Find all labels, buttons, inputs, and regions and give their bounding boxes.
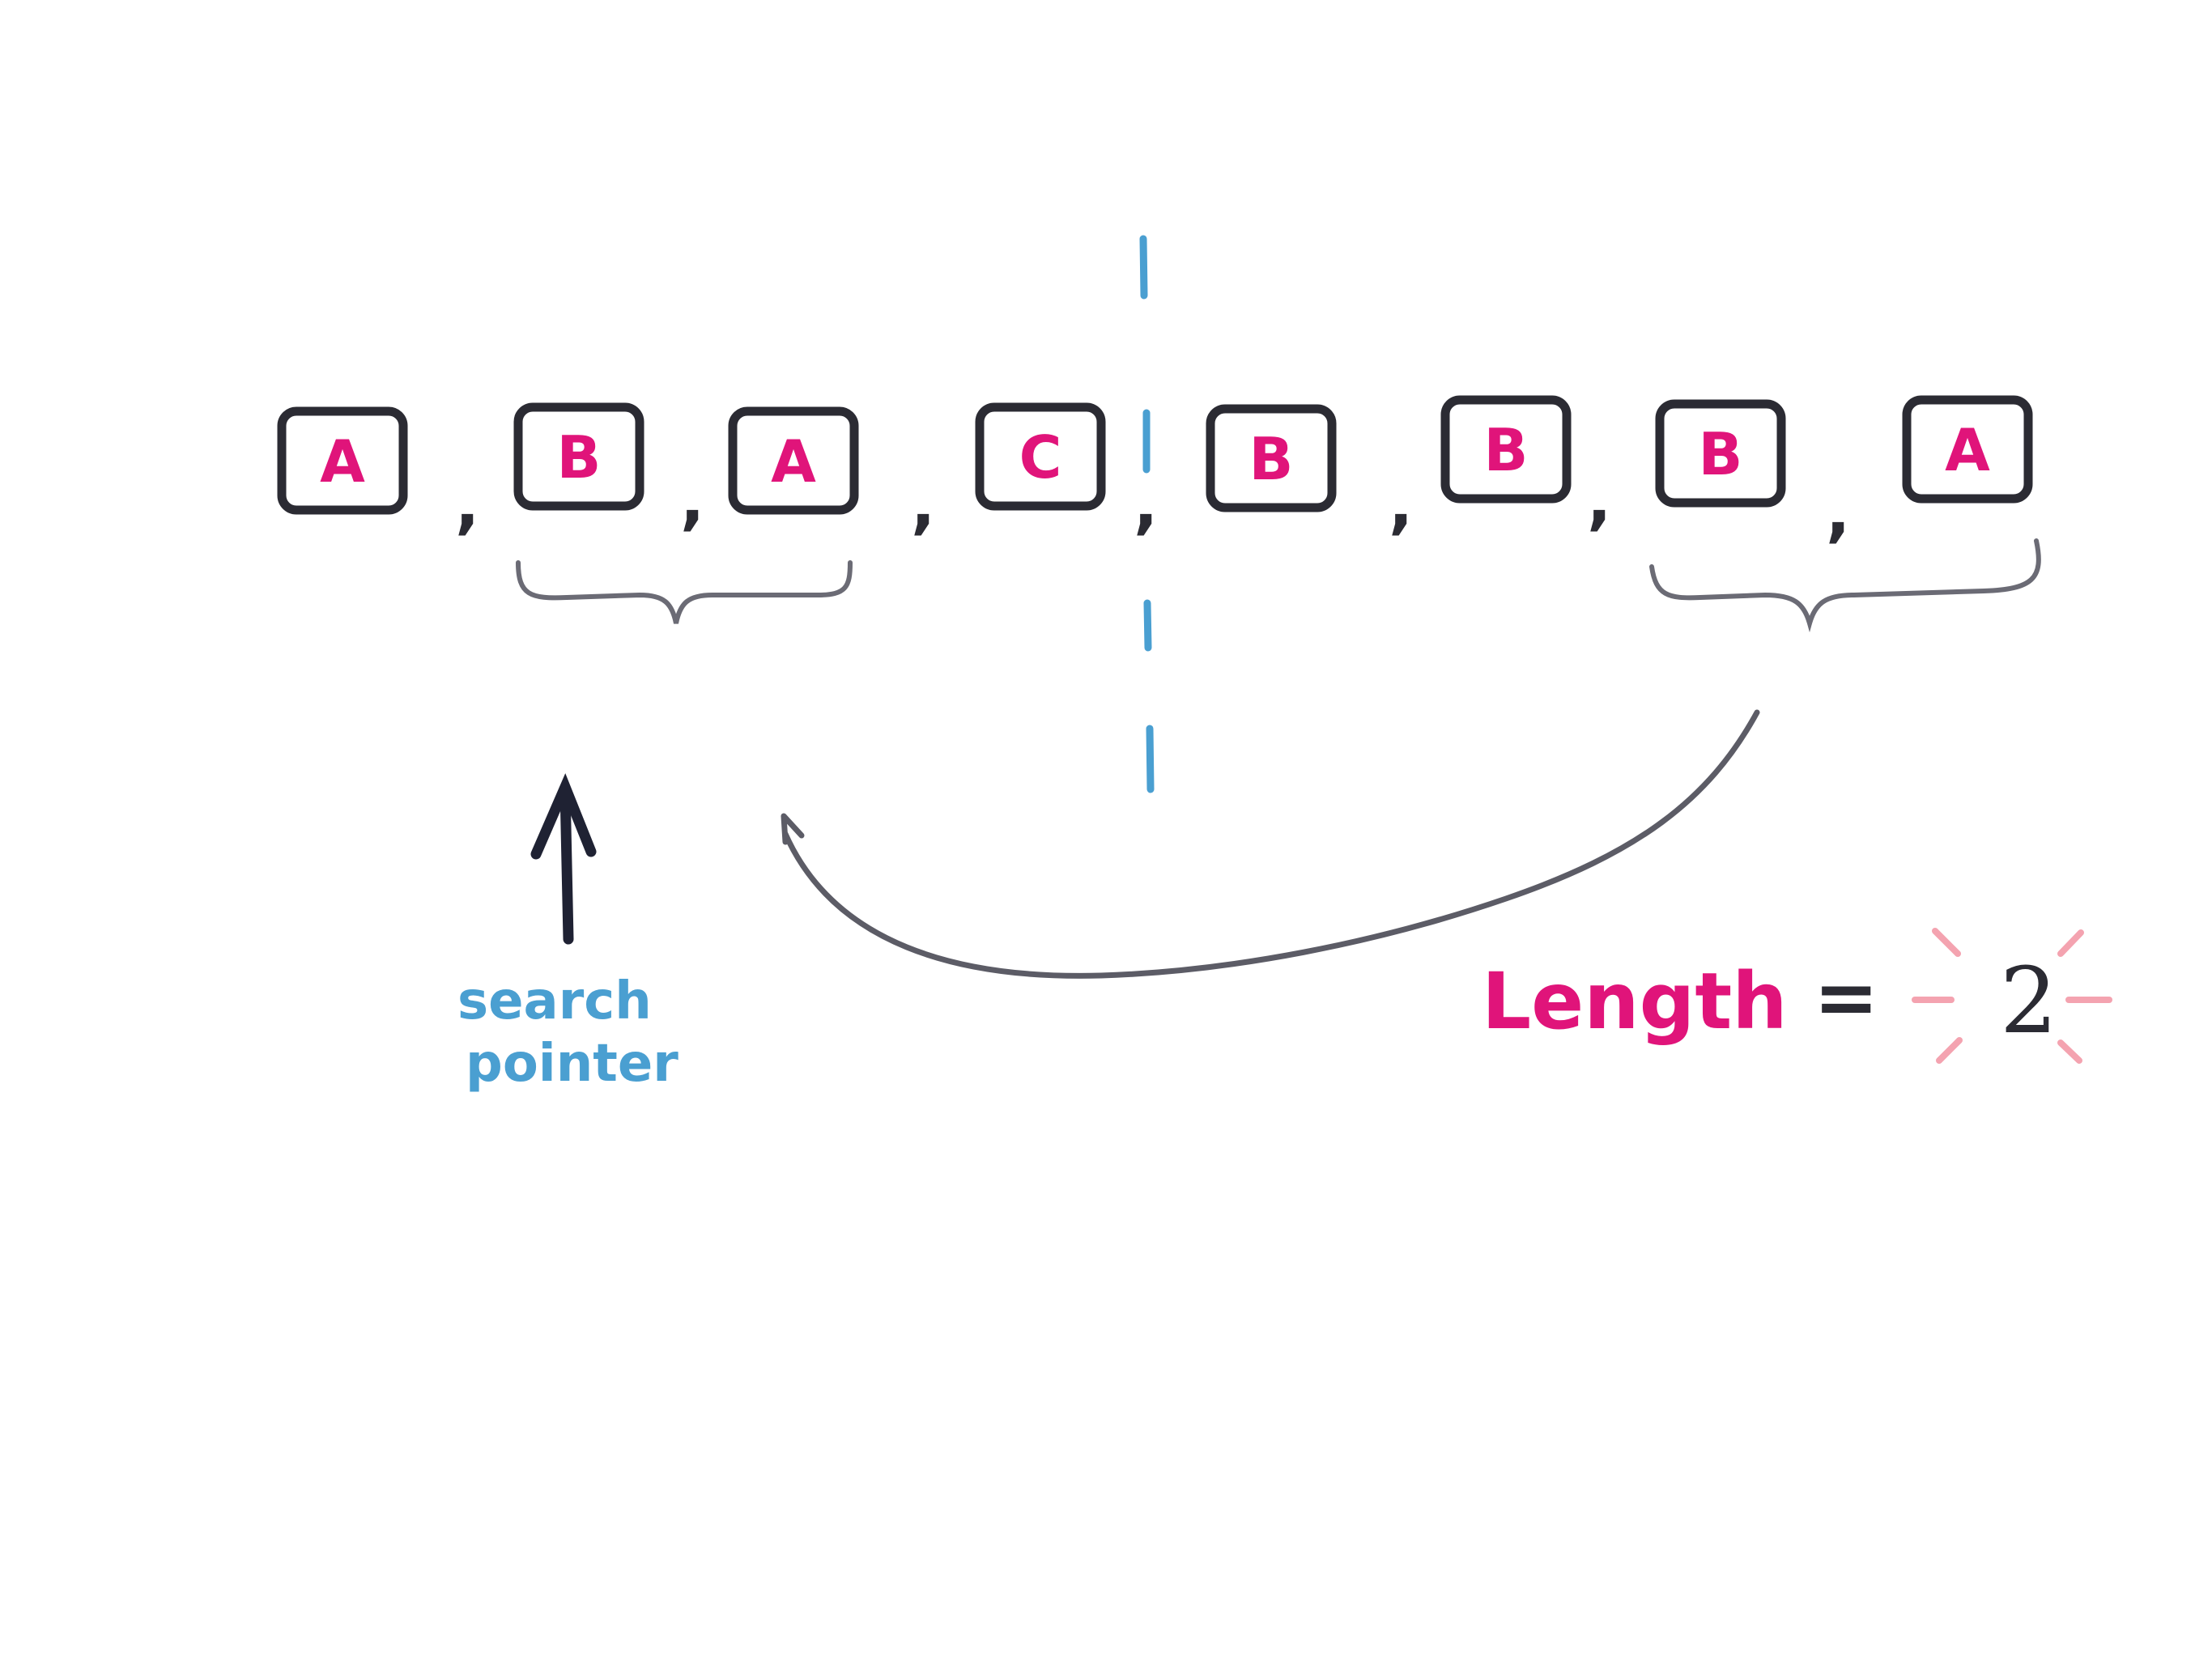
sparkle-icon	[1912, 928, 2112, 1064]
token-letter-1: A	[320, 427, 365, 495]
length-label: Length	[1482, 956, 1788, 1047]
token-box-5: B	[1206, 404, 1337, 512]
equals-sign: =	[1814, 952, 1878, 1043]
brace-right	[1649, 538, 2041, 633]
comma-5: ,	[1389, 466, 1413, 542]
copy-arrow-curve	[782, 709, 1760, 979]
comma-3: ,	[911, 466, 935, 542]
comma-7: ,	[1826, 474, 1850, 550]
length-value: 2	[2000, 949, 2057, 1054]
comma-1: ,	[455, 466, 479, 542]
divider-dashed-line	[1139, 235, 1155, 793]
token-box-1: A	[277, 406, 408, 515]
token-box-4: C	[975, 402, 1106, 511]
comma-6: ,	[1587, 462, 1611, 538]
token-box-7: B	[1655, 399, 1786, 508]
token-box-2: B	[513, 402, 644, 511]
copy-arrow-head-icon	[781, 813, 805, 845]
token-letter-6: B	[1484, 416, 1529, 484]
token-letter-5: B	[1249, 425, 1294, 493]
token-letter-2: B	[557, 423, 602, 491]
token-box-8: A	[1902, 395, 2033, 504]
token-letter-7: B	[1699, 420, 1743, 488]
token-box-6: B	[1440, 395, 1572, 504]
brace-left	[516, 560, 853, 624]
token-box-3: A	[728, 406, 859, 515]
token-letter-4: C	[1019, 423, 1062, 491]
token-letter-8: A	[1945, 416, 1990, 484]
token-letter-3: A	[771, 427, 816, 495]
comma-2: ,	[680, 462, 704, 538]
search-pointer-arrow-icon	[530, 773, 597, 945]
search-pointer-label-line1: search	[457, 971, 652, 1031]
search-pointer-label-line2: pointer	[466, 1034, 678, 1094]
comma-4: ,	[1134, 466, 1158, 542]
